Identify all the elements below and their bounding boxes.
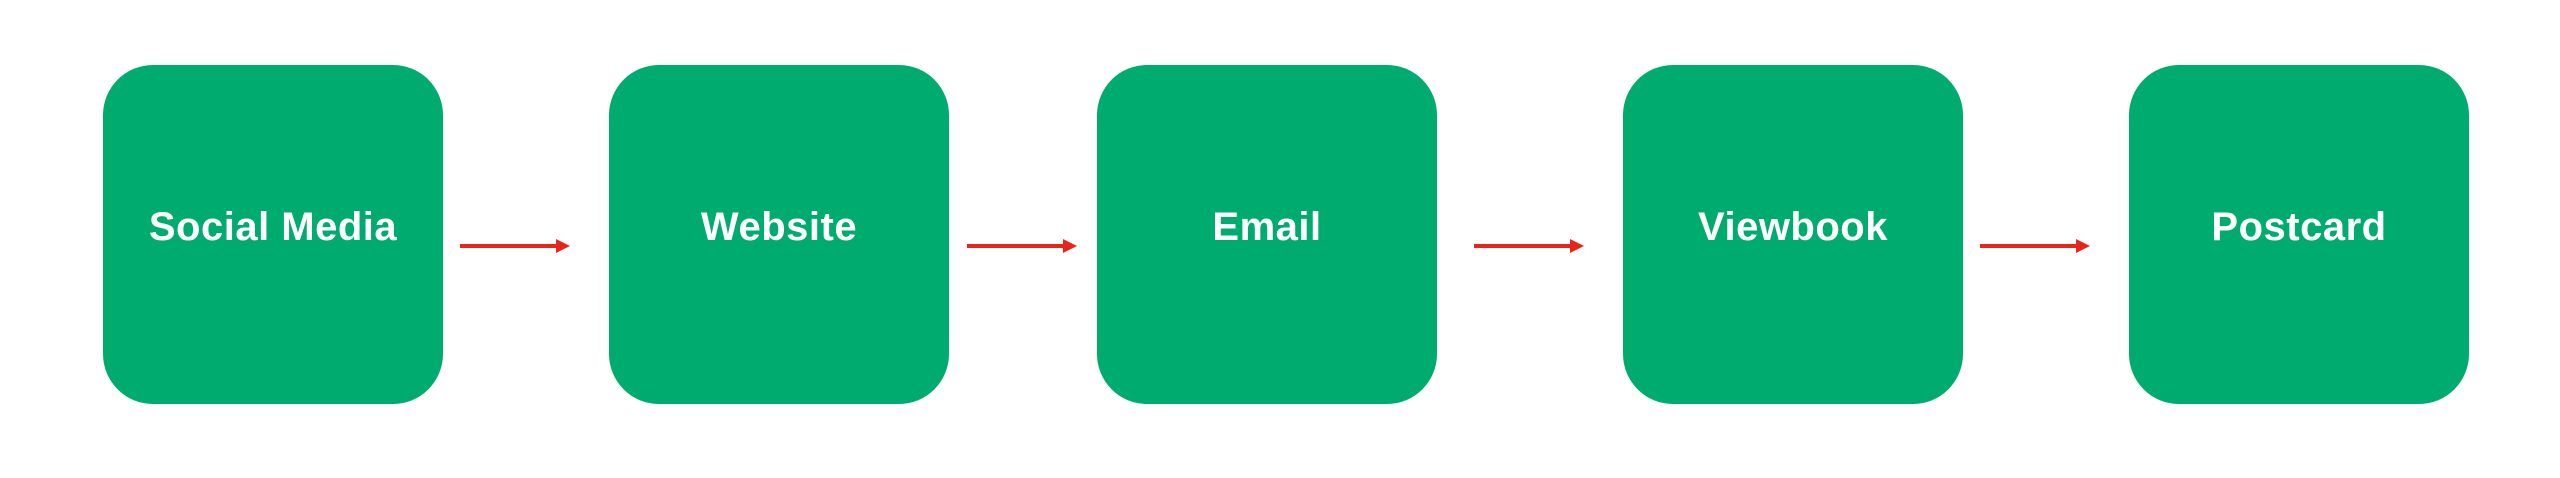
step-label: Social Media (148, 205, 398, 249)
step-label: Website (700, 205, 858, 249)
step-email: Email (1097, 65, 1437, 404)
step-viewbook: Viewbook (1623, 65, 1963, 404)
arrow-right-icon (967, 239, 1077, 253)
arrow-right-icon (460, 239, 570, 253)
step-label: Viewbook (1698, 205, 1888, 249)
step-website: Website (609, 65, 949, 404)
step-label: Email (1212, 205, 1322, 249)
arrow-right-icon (1980, 239, 2090, 253)
step-social-media: Social Media (103, 65, 443, 404)
step-label: Postcard (2211, 205, 2387, 249)
arrow-right-icon (1474, 239, 1584, 253)
step-postcard: Postcard (2129, 65, 2469, 404)
